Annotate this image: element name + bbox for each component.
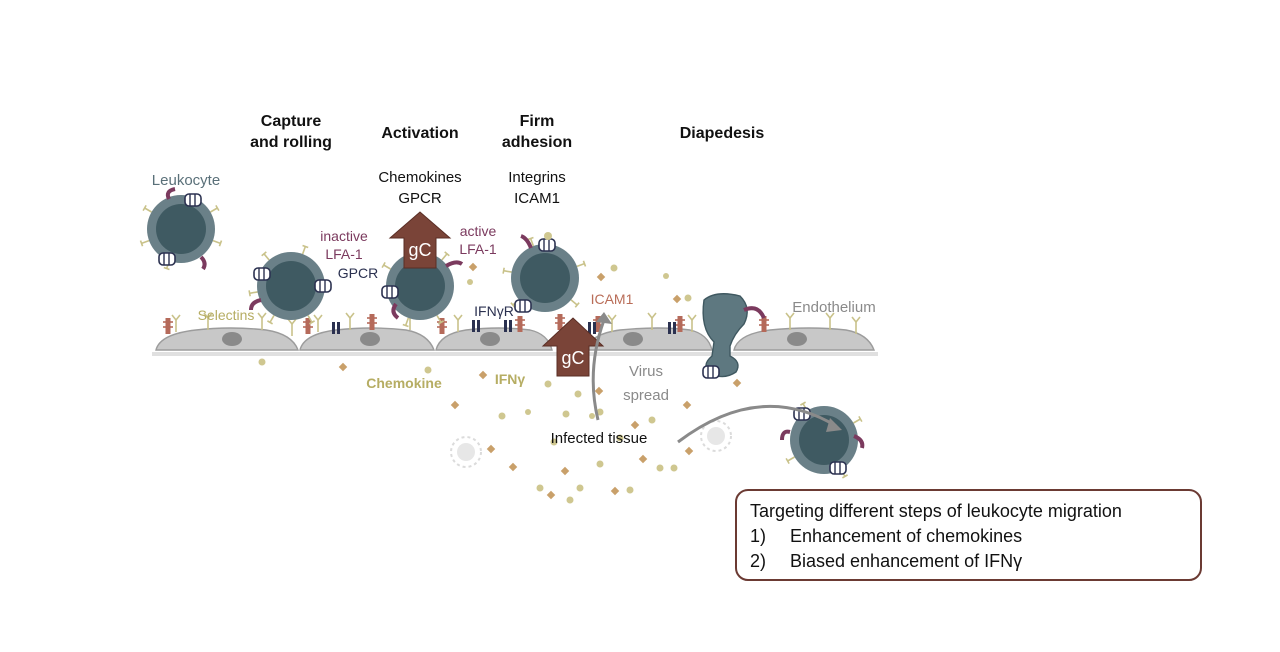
inactive-lfa1-label-2: LFA-1 (325, 246, 363, 262)
faded-infected-cell-left (450, 436, 482, 468)
infected-tissue-label: Infected tissue (551, 430, 648, 447)
adhesion-molecule-2: ICAM1 (514, 190, 560, 207)
stage-activation-title: Activation (381, 125, 458, 142)
inactive-lfa1-label-1: inactive (320, 228, 368, 244)
targeting-item-1-text: Enhancement of chemokines (790, 526, 1022, 546)
ifng-label: IFNγ (495, 371, 526, 387)
leukocyte-in-tissue (780, 401, 865, 479)
stage-capture-title: Capture (261, 113, 322, 130)
stage-firm-title: Firm (520, 113, 555, 130)
stage-capture-subtitle: and rolling (250, 134, 332, 151)
leukocyte-rolling (248, 244, 332, 325)
leukocyte-adhered (502, 234, 587, 313)
active-lfa1-label-1: active (460, 223, 497, 239)
targeting-item-2-number: 2) (750, 551, 766, 571)
virus-spread-arrowhead (596, 312, 612, 324)
selectins-label: Selectins (198, 307, 255, 323)
faded-infected-cell-right (700, 420, 732, 452)
active-lfa1-label-2: LFA-1 (459, 241, 497, 257)
virus-spread-label-1: Virus (629, 363, 663, 380)
ifng-particles (258, 264, 692, 504)
stage-diapedesis-title: Diapedesis (680, 125, 765, 142)
endothelial-cells (155, 327, 876, 351)
virus-spread-label-2: spread (623, 387, 669, 404)
endothelium-label: Endothelium (792, 299, 875, 316)
gc-label-top: gC (408, 240, 431, 260)
adhesion-molecule-1: Integrins (508, 169, 566, 186)
tissue-migration-arrow (677, 404, 837, 444)
leukocyte-activated (381, 251, 464, 328)
leukocyte-free (139, 187, 223, 271)
stage-firm-subtitle: adhesion (502, 134, 572, 151)
gc-adhesion-arrow: gC (541, 317, 605, 377)
gc-particle (544, 232, 552, 240)
targeting-item-2-text: Biased enhancement of IFNγ (790, 551, 1022, 571)
icam1-label: ICAM1 (591, 291, 634, 307)
chemokine-label: Chemokine (366, 375, 442, 391)
leukocyte-label: Leukocyte (152, 172, 220, 189)
gc-label-bottom: gC (561, 348, 584, 368)
tissue-migration-arrowhead (826, 418, 842, 432)
targeting-box (735, 489, 1202, 581)
ifngr-label: IFNγR (474, 303, 514, 319)
activation-molecule-2: GPCR (398, 190, 442, 207)
targeting-box-title: Targeting different steps of leukocyte m… (750, 501, 1122, 521)
virus-spread-arrow (591, 319, 606, 421)
leukocyte-transmigrating (702, 293, 766, 379)
targeting-item-1-number: 1) (750, 526, 766, 546)
chemokine-particles (338, 262, 742, 500)
activation-molecule-1: Chemokines (378, 169, 461, 186)
gc-activation-arrow: gC (388, 211, 452, 269)
gpcr-label: GPCR (338, 265, 378, 281)
